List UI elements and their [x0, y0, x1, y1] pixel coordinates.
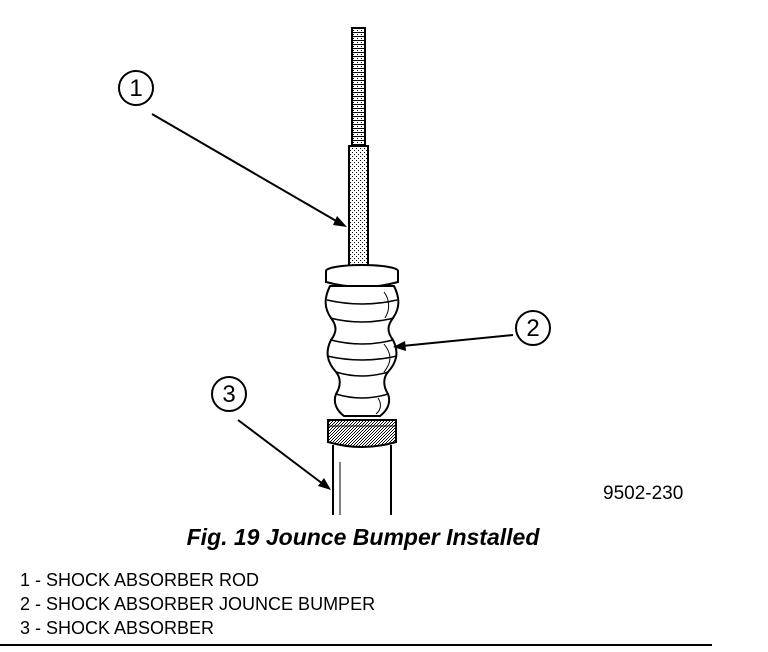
shock-absorber-body: [332, 445, 392, 515]
legend-item: 2 - SHOCK ABSORBER JOUNCE BUMPER: [20, 594, 376, 614]
callout-3-label: 3: [222, 381, 235, 408]
bottom-divider: [0, 644, 712, 646]
callout-2: 2: [393, 310, 551, 351]
legend-item: 1 - SHOCK ABSORBER ROD: [20, 570, 260, 590]
shock-absorber-rod: [348, 27, 369, 269]
jounce-bumper: [324, 264, 400, 417]
shock-collar: [327, 419, 397, 448]
figure-caption: Fig. 19 Jounce Bumper Installed: [186, 524, 540, 550]
figure-legend: 1 - SHOCK ABSORBER ROD 2 - SHOCK ABSORBE…: [20, 568, 375, 640]
callout-1-leader: [151, 113, 339, 223]
callout-2-label: 2: [526, 315, 539, 342]
callout-1-label: 1: [129, 75, 142, 102]
callout-3-leader: [237, 419, 324, 485]
callout-1: 1: [118, 70, 347, 227]
legend-item: 3 - SHOCK ABSORBER: [20, 618, 215, 638]
callout-3: 3: [211, 376, 331, 490]
jounce-bumper-illustration: 1 2 3 9502-230: [118, 27, 683, 515]
figure-number-code: 9502-230: [603, 483, 683, 504]
callout-2-leader: [401, 334, 514, 347]
